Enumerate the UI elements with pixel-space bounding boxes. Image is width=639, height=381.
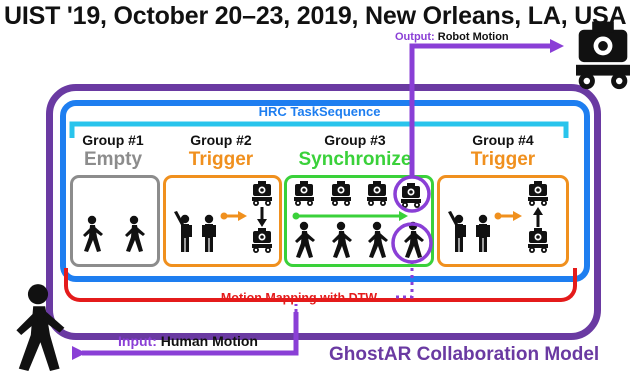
input-keyword: Input:: [118, 333, 157, 349]
group-1-title: Group #1: [82, 132, 144, 148]
motion-mapping-label: Motion Mapping with DTW: [220, 291, 378, 305]
input-text: Human Motion: [160, 333, 258, 349]
human-walk-icon: [125, 215, 145, 252]
human-walk-icon: [295, 221, 315, 258]
robot-icon: [528, 181, 548, 206]
task-sequence-frame: [60, 100, 590, 282]
group-2-title: Group #2: [190, 132, 252, 148]
human-stand-icon: [202, 214, 216, 252]
human-walk-icon: [332, 221, 352, 258]
human-wave-icon: [448, 211, 466, 252]
robot-icon: [528, 228, 548, 253]
motion-mapping-frame: [64, 268, 577, 302]
group-4-title: Group #4: [472, 132, 534, 148]
output-label: Output: Robot Motion: [395, 31, 509, 43]
model-label: GhostAR Collaboration Model: [329, 344, 600, 365]
robot-icon: [252, 228, 272, 253]
output-keyword: Output:: [395, 31, 435, 43]
group-3-title: Group #3: [324, 132, 386, 148]
group-2-type: Trigger: [188, 149, 254, 170]
input-label: Input: Human Motion: [118, 333, 258, 349]
group-1-box: [70, 175, 160, 267]
human-walk-icon: [368, 221, 388, 258]
robot-icon: [252, 181, 272, 206]
robot-motion-icon: [576, 21, 630, 90]
group-1-type: Empty: [83, 149, 143, 170]
robot-icon: [401, 183, 421, 208]
task-sequence-title: HRC TaskSequence: [258, 104, 381, 119]
group-4-type: Trigger: [470, 149, 536, 170]
output-text: Robot Motion: [437, 31, 509, 43]
human-stand-icon: [476, 214, 490, 252]
human-walk-icon: [83, 215, 103, 252]
robot-icon: [331, 181, 351, 206]
collaboration-model-frame: [46, 84, 601, 340]
robot-icon: [294, 181, 314, 206]
group-3-type: Synchronize: [298, 149, 412, 170]
robot-icon: [367, 181, 387, 206]
human-wave-icon: [174, 211, 192, 252]
conference-header: UIST '19, October 20–23, 2019, New Orlea…: [4, 2, 627, 30]
